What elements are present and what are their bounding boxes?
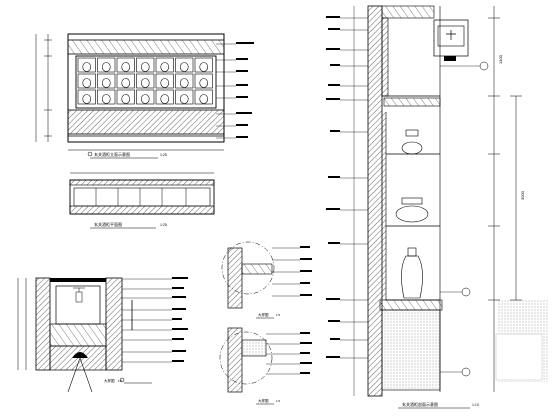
vase-shape: [140, 62, 150, 72]
vase-shape: [82, 62, 92, 72]
niche-cell: [194, 73, 213, 89]
niche-cell: [97, 89, 116, 105]
niche-cell: [155, 73, 174, 89]
vase-shape: [160, 62, 170, 72]
detail-b-view: 大样图 1:5: [219, 327, 312, 405]
vase-shape: [101, 94, 111, 104]
vase-shape: [179, 94, 189, 104]
caption-detail-c: 大样图: [104, 378, 115, 383]
niche-cell: [155, 89, 174, 105]
vase-shape: [160, 78, 170, 88]
niche-cell: [116, 73, 135, 89]
scale-detail-b: 1:5: [276, 399, 281, 403]
niche-cell: [97, 73, 116, 89]
scale-plan: 1:25: [160, 223, 167, 227]
caption-section: 玄关酒柜剖面示意图: [402, 401, 438, 407]
vase-shape: [179, 78, 189, 88]
niche-cell: [194, 57, 213, 73]
dim-label-3000: 3000: [520, 190, 525, 200]
section-view: 1400 3000 玄关酒柜剖面示意图 1:10: [326, 5, 548, 409]
vase-shape: [121, 78, 131, 88]
vase-shape: [179, 62, 189, 72]
detail-c-caption: 大样图 1:5: [104, 378, 123, 383]
vase-shape: [140, 78, 150, 88]
niche-cell: [97, 57, 116, 73]
niche-cell: [77, 57, 96, 73]
vase-shape: [82, 94, 92, 104]
niche-grid: [77, 57, 213, 105]
vase-shape: [82, 78, 92, 88]
dim-label-1400: 1400: [498, 54, 503, 64]
niche-cell: [136, 89, 155, 105]
scale-section: 1:10: [472, 403, 479, 407]
scale-detail-c: 1:5: [118, 379, 123, 383]
vase-shape: [199, 78, 209, 88]
niche-cell: [116, 89, 135, 105]
caption-plan: 玄关酒柜平面图: [94, 221, 122, 227]
vase-shape: [101, 78, 111, 88]
niche-cell: [136, 57, 155, 73]
vase-shape: [121, 94, 131, 104]
vase-shape: [199, 94, 209, 104]
scale-detail-a: 1:5: [276, 313, 281, 317]
scale-front: 1:25: [160, 153, 167, 157]
niche-cell: [194, 89, 213, 105]
niche-cell: [155, 57, 174, 73]
vase-shape: [199, 62, 209, 72]
niche-cell: [77, 73, 96, 89]
niche-cell: [136, 73, 155, 89]
front-elevation-view: 玄关酒柜立面示意图 1:25: [35, 33, 254, 159]
niche-cell: [175, 57, 194, 73]
vase-shape: [140, 94, 150, 104]
caption-detail-a: 大样图: [258, 312, 269, 317]
niche-cell: [116, 57, 135, 73]
vase-shape: [101, 62, 111, 72]
side-section-view: [17, 277, 188, 393]
niche-cell: [175, 73, 194, 89]
detail-a-view: 大样图 1:5: [221, 241, 312, 319]
niche-cell: [175, 89, 194, 105]
vase-shape: [121, 62, 131, 72]
vase-shape: [160, 94, 170, 104]
niche-cell: [77, 89, 96, 105]
caption-front: 玄关酒柜立面示意图: [94, 151, 130, 157]
caption-detail-b: 大样图: [258, 398, 269, 403]
plan-view: 玄关酒柜平面图 1:25: [69, 172, 215, 229]
